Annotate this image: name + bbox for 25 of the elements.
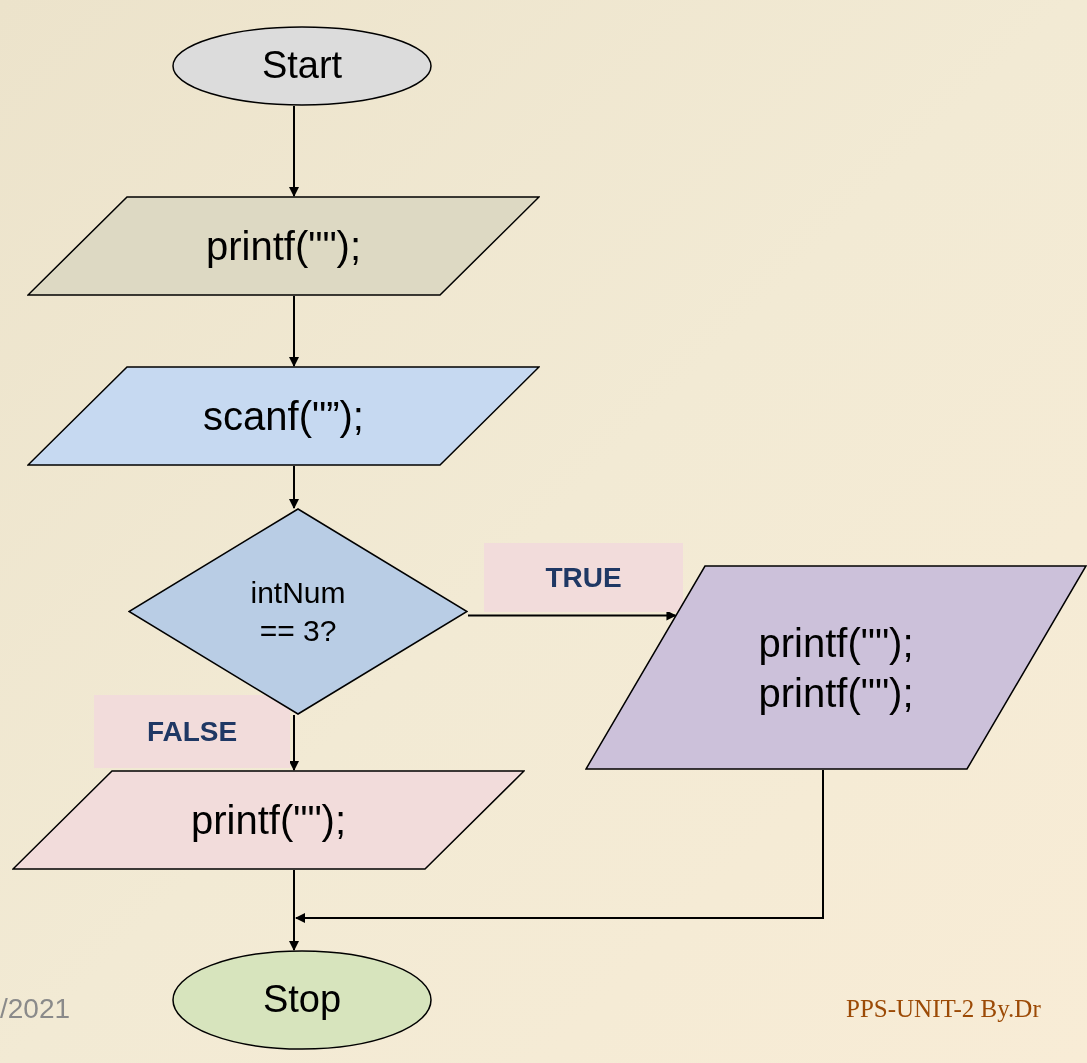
terminal-oval — [172, 950, 432, 1050]
arrow — [289, 714, 299, 771]
node-text: Start — [261, 43, 343, 89]
edge-label: TRUE — [484, 543, 683, 612]
arrow — [289, 869, 299, 951]
node-text: printf(""); — [758, 669, 914, 717]
node-text: printf(""); — [758, 619, 914, 667]
io-parallelogram — [27, 196, 540, 296]
node-text: printf(""); — [190, 797, 347, 844]
arrow — [289, 105, 299, 197]
node-text: scanf("”); — [203, 393, 364, 440]
edge-label: FALSE — [94, 695, 290, 768]
footer-text: PPS-UNIT-2 By.Dr — [846, 994, 1041, 1024]
node-text: Stop — [262, 977, 342, 1023]
node-text: printf(""); — [205, 223, 362, 270]
footer-date: /2021 — [0, 992, 71, 1026]
io-parallelogram — [12, 770, 525, 870]
decision-diamond — [128, 508, 468, 715]
arrow — [295, 769, 824, 923]
node-text: intNum == 3? — [249, 575, 347, 649]
arrow — [467, 610, 677, 621]
arrow — [289, 295, 299, 367]
arrow — [289, 465, 299, 509]
io-parallelogram — [27, 366, 540, 466]
terminal-oval — [172, 26, 432, 106]
